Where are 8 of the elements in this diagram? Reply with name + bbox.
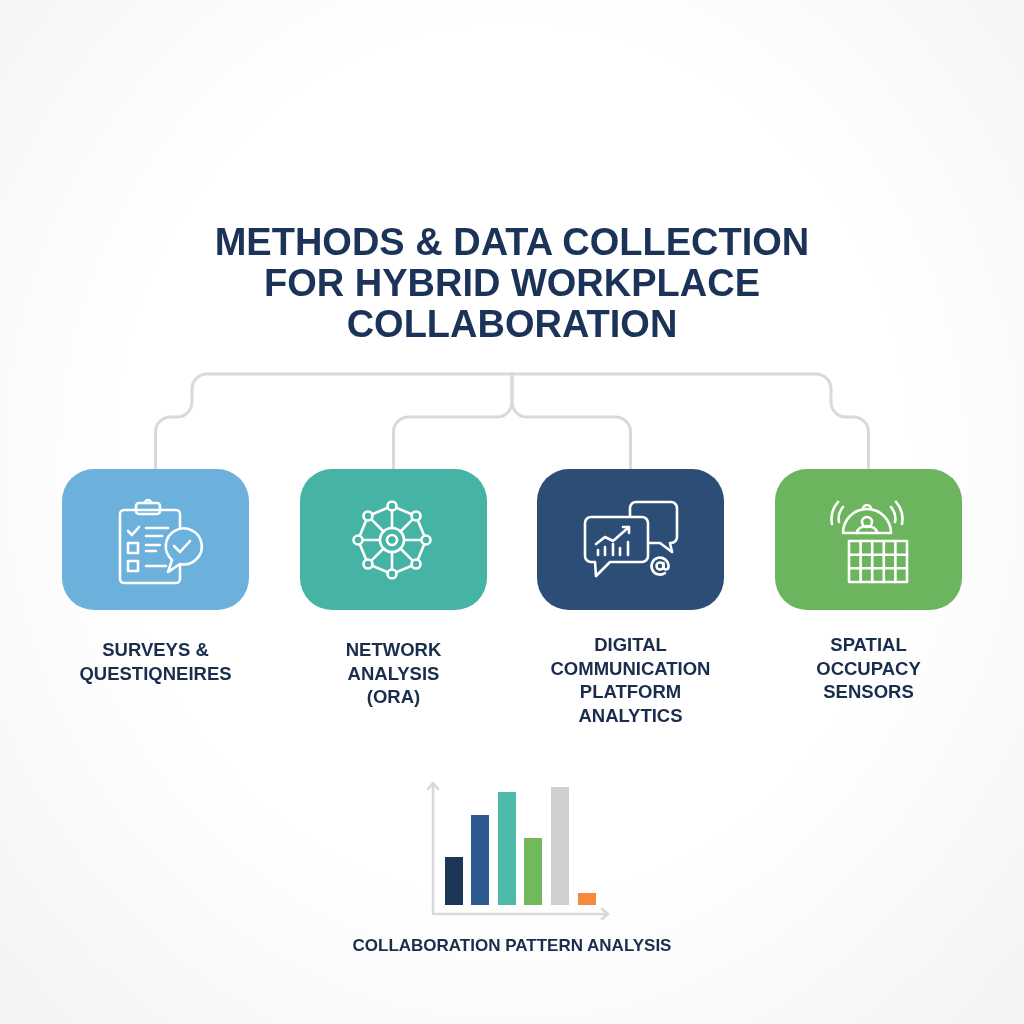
method-label: DIGITAL COMMUNICATION PLATFORM ANALYTICS <box>549 633 712 727</box>
connector-line <box>510 372 870 471</box>
method-label: NETWORK ANALYSIS (ORA) <box>344 638 443 709</box>
method-label: SURVEYS & QUESTIQNEIRES <box>78 638 233 685</box>
method-label: SPATIAL OCCUPACY SENSORS <box>815 633 922 704</box>
chart-caption: COLLABORATION PATTERN ANALYSIS <box>351 935 673 957</box>
diagram-title: METHODS & DATA COLLECTION FOR HYBRID WORKPLACE COLLABORATION <box>213 222 811 345</box>
connector-line <box>154 372 514 471</box>
